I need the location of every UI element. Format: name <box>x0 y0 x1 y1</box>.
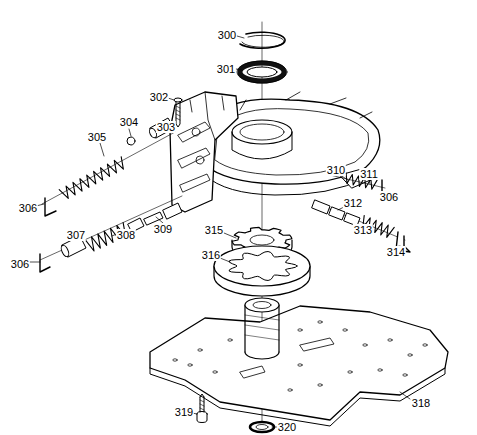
pump-body <box>170 92 380 212</box>
callout-number: 311 <box>359 168 379 180</box>
callout-number: 301 <box>216 63 236 75</box>
callout-number: 300 <box>217 29 237 41</box>
leader-lines <box>28 36 410 427</box>
callout-number: 304 <box>119 116 139 128</box>
pin <box>45 198 56 216</box>
seal <box>237 61 287 83</box>
callout-number: 306 <box>379 191 399 203</box>
pin <box>40 254 50 272</box>
callout-number: 306 <box>10 258 30 270</box>
callout-number: 305 <box>87 131 107 143</box>
callout-number: 309 <box>153 223 173 235</box>
washer <box>250 422 274 432</box>
callout-number: 319 <box>174 406 194 418</box>
callout-number: 306 <box>18 202 38 214</box>
callout-number: 320 <box>277 421 297 433</box>
callout-number: 313 <box>353 224 373 236</box>
valve-axis <box>42 132 175 204</box>
callout-number: 314 <box>386 246 406 258</box>
callout-number: 307 <box>66 229 86 241</box>
callout-number: 302 <box>149 91 169 103</box>
valve-axis <box>40 196 182 260</box>
stator-plate <box>150 298 448 426</box>
bolt <box>197 394 207 423</box>
outer-rotor <box>214 246 310 296</box>
spring <box>59 157 123 199</box>
callout-number: 316 <box>201 249 221 261</box>
callout-number: 308 <box>116 229 136 241</box>
callout-number: 315 <box>204 224 224 236</box>
snap-ring <box>240 32 285 48</box>
callout-number: 310 <box>326 164 346 176</box>
check-ball <box>127 137 135 145</box>
callout-number: 318 <box>411 397 431 409</box>
callout-number: 303 <box>156 121 176 133</box>
valve-axis <box>320 205 405 240</box>
callout-number: 312 <box>343 197 363 209</box>
